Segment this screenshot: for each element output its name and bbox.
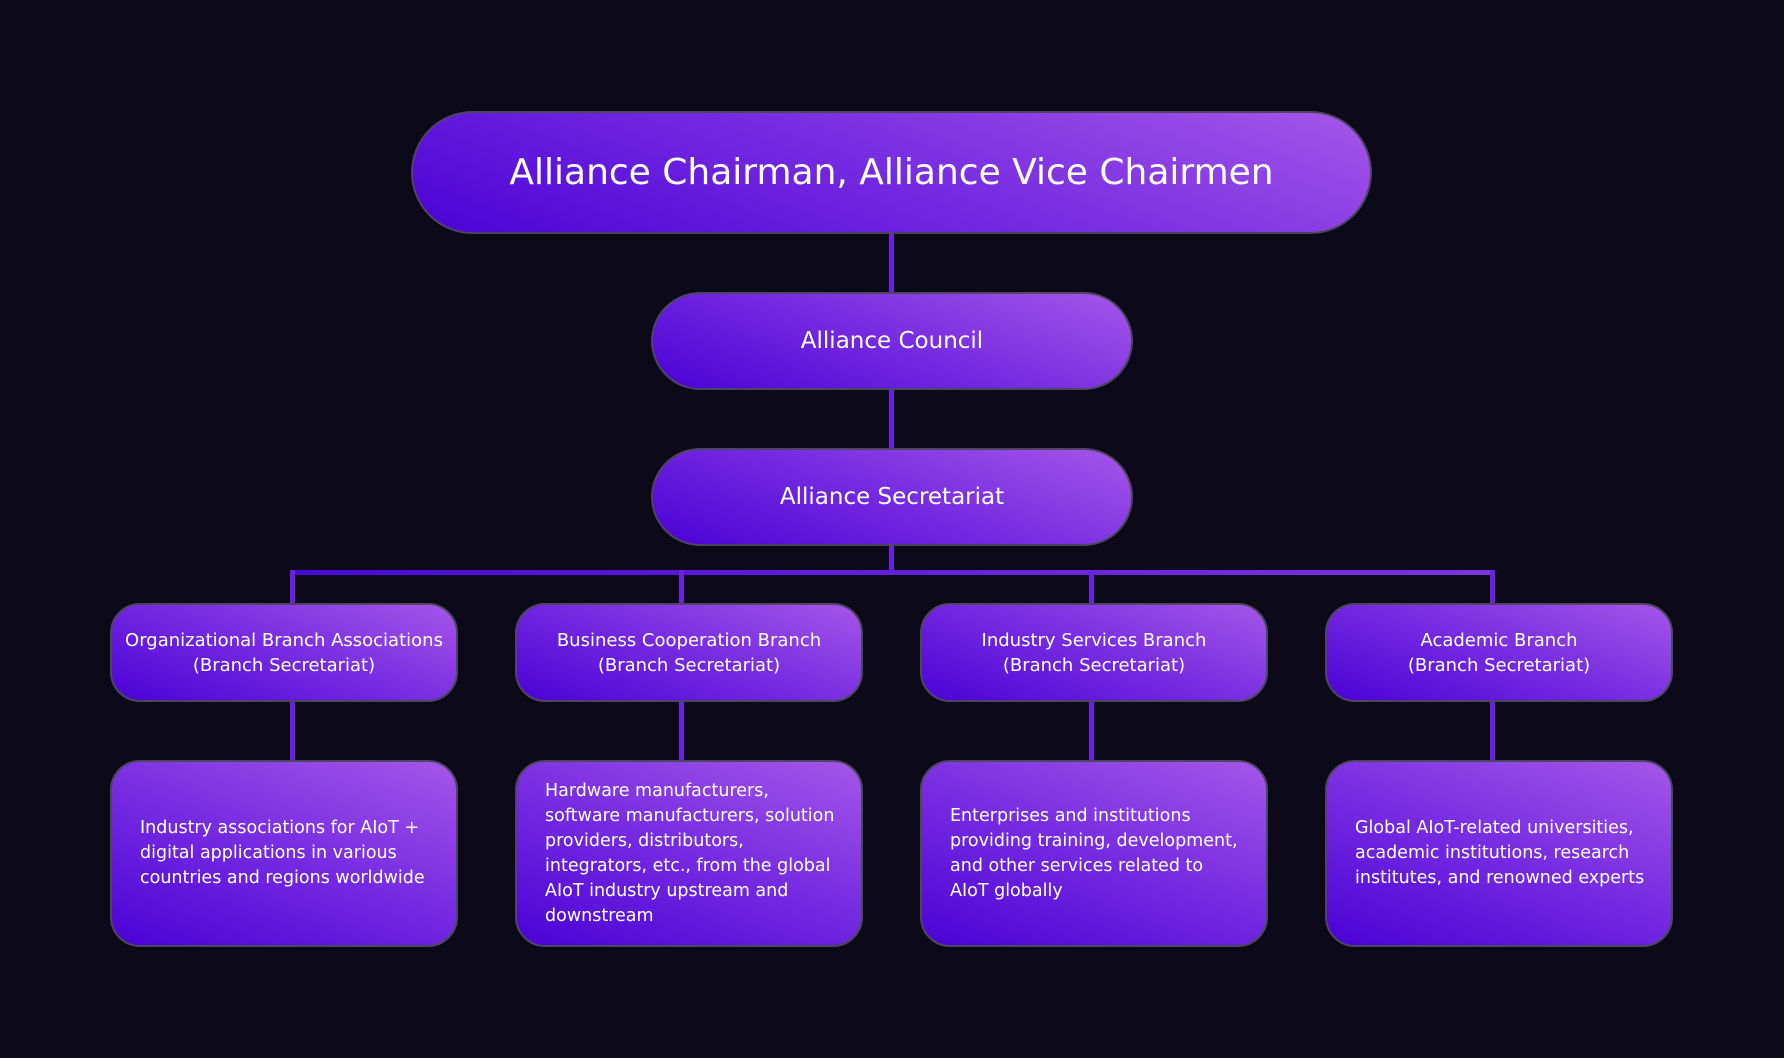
connector-horizontal-bus — [290, 570, 1495, 575]
node-branch-organizational: Organizational Branch Associations (Branc… — [110, 603, 458, 702]
branch-sub: (Branch Secretariat) — [1407, 654, 1591, 676]
connector-bus-branch-3 — [1089, 570, 1094, 603]
node-council: Alliance Council — [651, 292, 1133, 390]
desc-text: Enterprises and institutions providing t… — [950, 805, 1238, 901]
desc-industry-services: Enterprises and institutions providing t… — [920, 760, 1268, 947]
node-chairman: Alliance Chairman, Alliance Vice Chairme… — [411, 111, 1372, 234]
connector-branch-desc-3 — [1089, 702, 1094, 760]
desc-text: Industry associations for AIoT + digital… — [140, 818, 425, 888]
desc-business: Hardware manufacturers, software manufac… — [515, 760, 863, 947]
node-secretariat: Alliance Secretariat — [651, 448, 1133, 546]
node-branch-academic: Academic Branch (Branch Secretariat) — [1325, 603, 1673, 702]
branch-sub: (Branch Secretariat) — [1002, 654, 1186, 676]
connector-top-council — [889, 234, 894, 292]
desc-organizational: Industry associations for AIoT + digital… — [110, 760, 458, 947]
desc-text: Hardware manufacturers, software manufac… — [545, 780, 835, 926]
branch-name: Academic Branch — [1420, 629, 1578, 651]
node-branch-business: Business Cooperation Branch (Branch Secre… — [515, 603, 863, 702]
node-branch-industry-services: Industry Services Branch (Branch Secretar… — [920, 603, 1268, 702]
connector-branch-desc-1 — [290, 702, 295, 760]
connector-bus-branch-4 — [1490, 570, 1495, 603]
node-chairman-label: Alliance Chairman, Alliance Vice Chairme… — [509, 152, 1274, 193]
node-secretariat-label: Alliance Secretariat — [779, 484, 1005, 510]
node-council-label: Alliance Council — [800, 328, 984, 354]
connector-bus-branch-2 — [679, 570, 684, 603]
connector-secretariat-bus — [889, 546, 894, 574]
branch-name: Business Cooperation Branch — [556, 629, 822, 651]
connector-branch-desc-4 — [1490, 702, 1495, 760]
branch-name: Industry Services Branch — [981, 629, 1207, 651]
desc-academic: Global AIoT-related universities, academ… — [1325, 760, 1673, 947]
connector-council-secretariat — [889, 390, 894, 448]
branch-name: Organizational Branch Associations — [125, 629, 443, 651]
connector-branch-desc-2 — [679, 702, 684, 760]
desc-text: Global AIoT-related universities, academ… — [1355, 818, 1645, 888]
branch-sub: (Branch Secretariat) — [192, 654, 376, 676]
connector-bus-branch-1 — [290, 570, 295, 603]
branch-sub: (Branch Secretariat) — [597, 654, 781, 676]
